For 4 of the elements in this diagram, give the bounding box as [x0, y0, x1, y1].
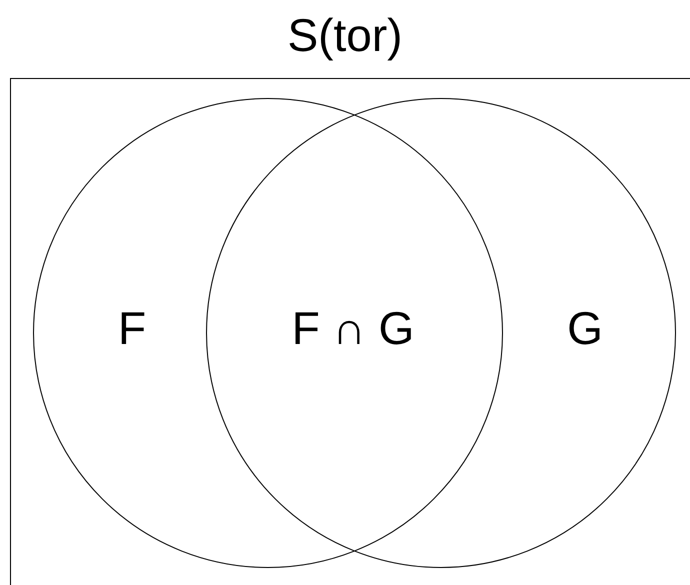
set-label: F	[118, 305, 146, 351]
set-label: G	[567, 305, 603, 351]
title: S(tor)	[286, 12, 404, 58]
intersection-label: F ∩ G	[292, 305, 414, 351]
